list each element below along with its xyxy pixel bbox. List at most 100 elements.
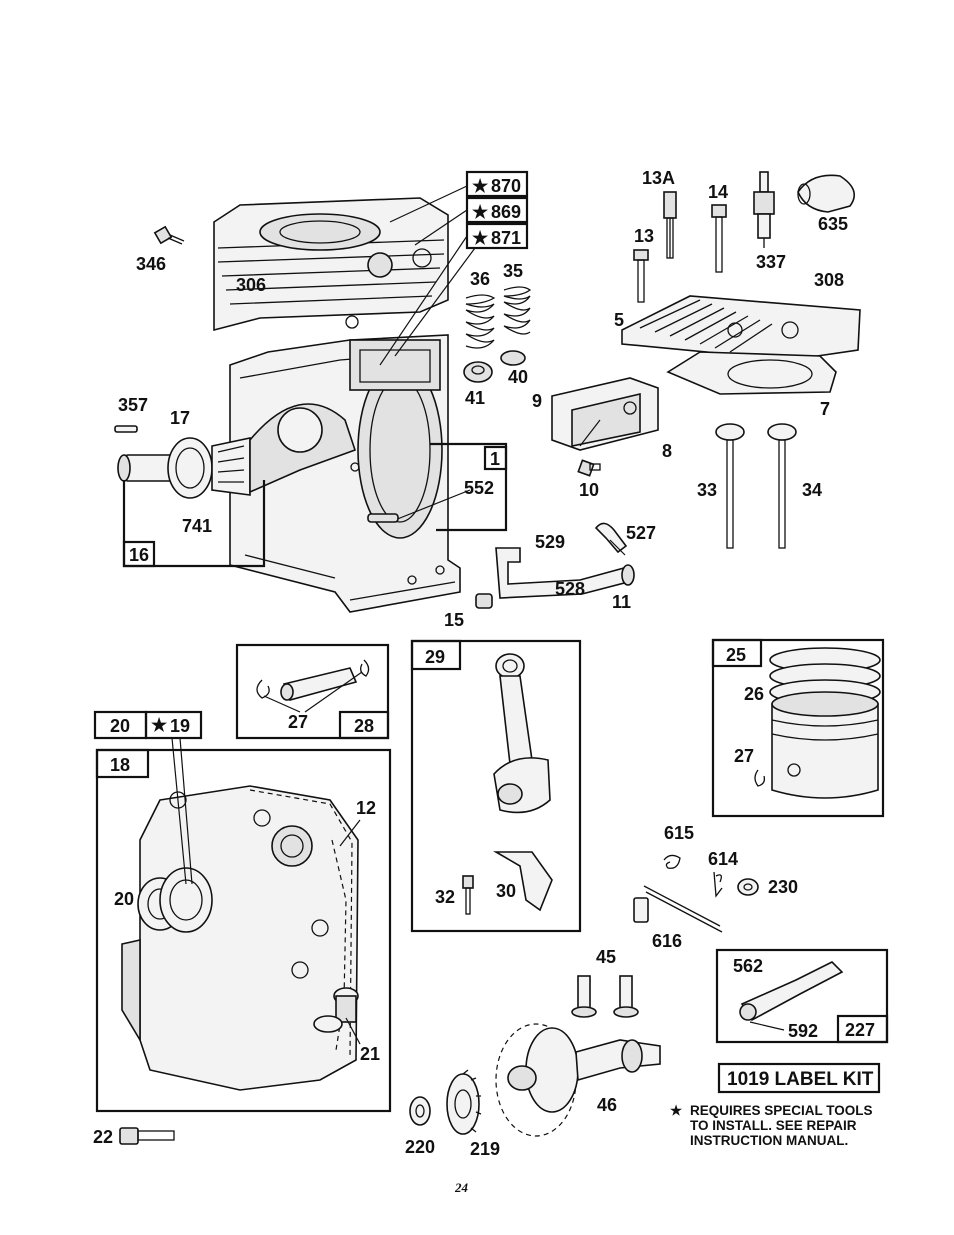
label-27: 27 <box>288 712 308 732</box>
footnote-line2: TO INSTALL. SEE REPAIR <box>690 1118 857 1133</box>
crankcase-cover <box>122 786 358 1090</box>
gear-219 <box>447 1070 481 1134</box>
label-13: 13 <box>634 226 654 246</box>
star-870: ★ <box>472 176 489 196</box>
label-227: 227 <box>845 1020 875 1040</box>
plug-15 <box>476 594 492 608</box>
piston <box>772 692 878 798</box>
label-7: 7 <box>820 399 830 419</box>
label-357: 357 <box>118 395 148 415</box>
label-35: 35 <box>503 261 523 281</box>
label-13A: 13A <box>642 168 675 188</box>
label-19: 19 <box>170 716 190 736</box>
label-562: 562 <box>733 956 763 976</box>
label-20b: 20 <box>114 889 134 909</box>
label-28: 28 <box>354 716 374 736</box>
bolt-13A <box>664 192 676 258</box>
label-17: 17 <box>170 408 190 428</box>
label-40: 40 <box>508 367 528 387</box>
bolt-10 <box>578 460 600 475</box>
label-346: 346 <box>136 254 166 274</box>
page-number: 24 <box>454 1180 469 1195</box>
label-616: 616 <box>652 931 682 951</box>
spark-plug-boot-635 <box>798 175 854 212</box>
label-219: 219 <box>470 1139 500 1159</box>
label-871: 871 <box>491 228 521 248</box>
label-220: 220 <box>405 1137 435 1157</box>
label-32: 32 <box>435 887 455 907</box>
label-10: 10 <box>579 480 599 500</box>
label-306: 306 <box>236 275 266 295</box>
label-615: 615 <box>664 823 694 843</box>
label-45: 45 <box>596 947 616 967</box>
label-529: 529 <box>535 532 565 552</box>
label-308: 308 <box>814 270 844 290</box>
label-8: 8 <box>662 441 672 461</box>
label-21: 21 <box>360 1044 380 1064</box>
label-30: 30 <box>496 881 516 901</box>
governor-shaft-616 <box>634 886 722 932</box>
label-9: 9 <box>532 391 542 411</box>
valve-34 <box>768 424 796 548</box>
breather-9 <box>552 378 658 450</box>
label-741: 741 <box>182 516 212 536</box>
footnote-line1: REQUIRES SPECIAL TOOLS <box>690 1103 873 1118</box>
bolt-14 <box>712 205 726 272</box>
label-16: 16 <box>129 545 149 565</box>
label-36: 36 <box>470 269 490 289</box>
retainer-40 <box>501 351 525 365</box>
star-19: ★ <box>151 715 168 735</box>
cylinder-head-308 <box>622 296 860 360</box>
retainer-41 <box>464 362 492 382</box>
label-20: 20 <box>110 716 130 736</box>
label-kit-text: 1019 LABEL KIT <box>727 1069 874 1090</box>
head-gasket-7 <box>668 352 836 394</box>
footnote-star: ★ <box>670 1103 683 1118</box>
valve-spring-35 <box>504 287 530 334</box>
label-29: 29 <box>425 647 445 667</box>
connecting-rod <box>494 654 550 812</box>
bolt-346 <box>155 227 184 244</box>
label-15: 15 <box>444 610 464 630</box>
washer-220 <box>410 1097 430 1125</box>
label-46: 46 <box>597 1095 617 1115</box>
label-870: 870 <box>491 176 521 196</box>
clip-615 <box>664 855 680 868</box>
bolt-13 <box>634 250 648 302</box>
star-869: ★ <box>472 202 489 222</box>
label-552: 552 <box>464 478 494 498</box>
retainer-27b <box>755 770 764 786</box>
key-357 <box>115 426 137 432</box>
label-41: 41 <box>465 388 485 408</box>
label-5: 5 <box>614 310 624 330</box>
label-18: 18 <box>110 755 130 775</box>
label-1: 1 <box>490 449 500 469</box>
camshaft-46 <box>496 1024 660 1136</box>
label-22: 22 <box>93 1127 113 1147</box>
label-27b: 27 <box>734 746 754 766</box>
label-635: 635 <box>818 214 848 234</box>
spark-plug-337 <box>754 172 774 248</box>
label-528: 528 <box>555 579 585 599</box>
clamp-527 <box>596 523 626 552</box>
retainer-27 <box>257 680 269 698</box>
label-592: 592 <box>788 1021 818 1041</box>
valve-33 <box>716 424 744 548</box>
label-869: 869 <box>491 202 521 222</box>
valve-spring-36 <box>466 295 494 348</box>
label-34: 34 <box>802 480 822 500</box>
label-12: 12 <box>356 798 376 818</box>
label-25: 25 <box>726 645 746 665</box>
label-33: 33 <box>697 480 717 500</box>
label-337: 337 <box>756 252 786 272</box>
label-527: 527 <box>626 523 656 543</box>
bolt-32 <box>463 876 473 914</box>
star-871: ★ <box>472 228 489 248</box>
label-614: 614 <box>708 849 738 869</box>
footnote-line3: INSTRUCTION MANUAL. <box>690 1133 848 1148</box>
spring-614 <box>714 872 722 896</box>
bolt-22 <box>120 1128 174 1144</box>
label-230: 230 <box>768 877 798 897</box>
label-11: 11 <box>612 592 631 612</box>
